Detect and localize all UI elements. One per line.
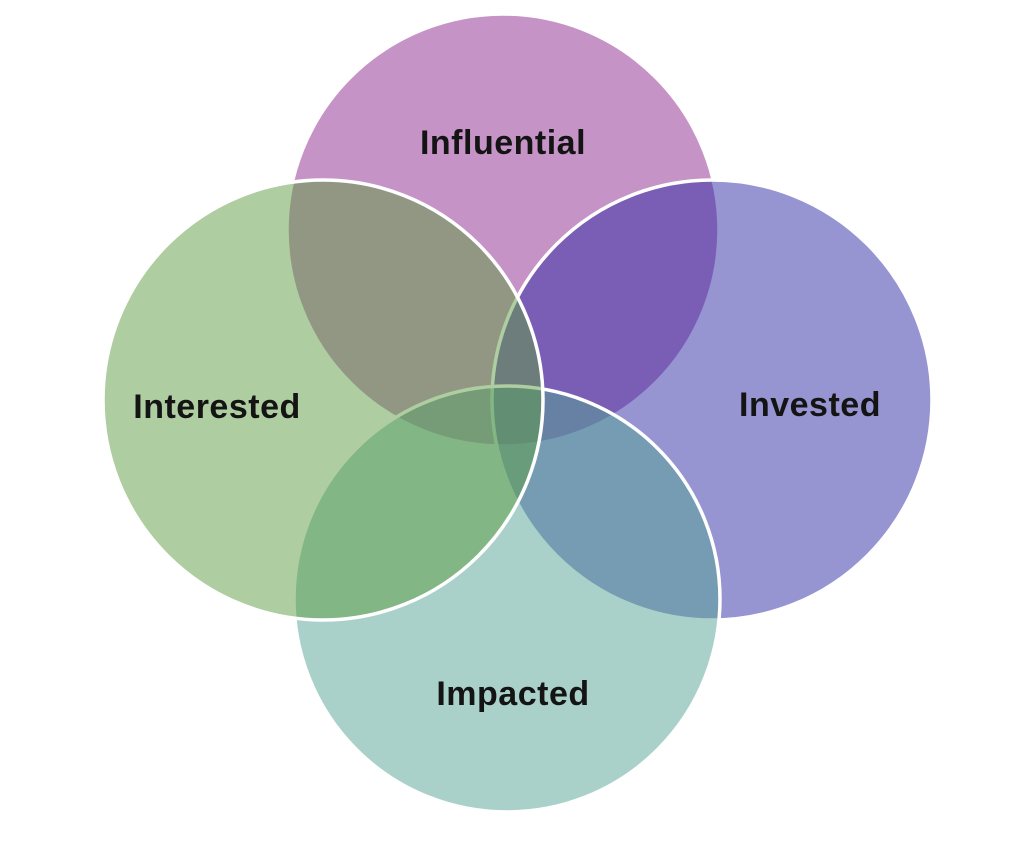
label-invested: Invested: [739, 386, 881, 424]
label-interested: Interested: [133, 388, 301, 426]
label-impacted: Impacted: [436, 675, 589, 713]
label-influential: Influential: [420, 124, 586, 162]
circle-interested: [101, 178, 545, 622]
